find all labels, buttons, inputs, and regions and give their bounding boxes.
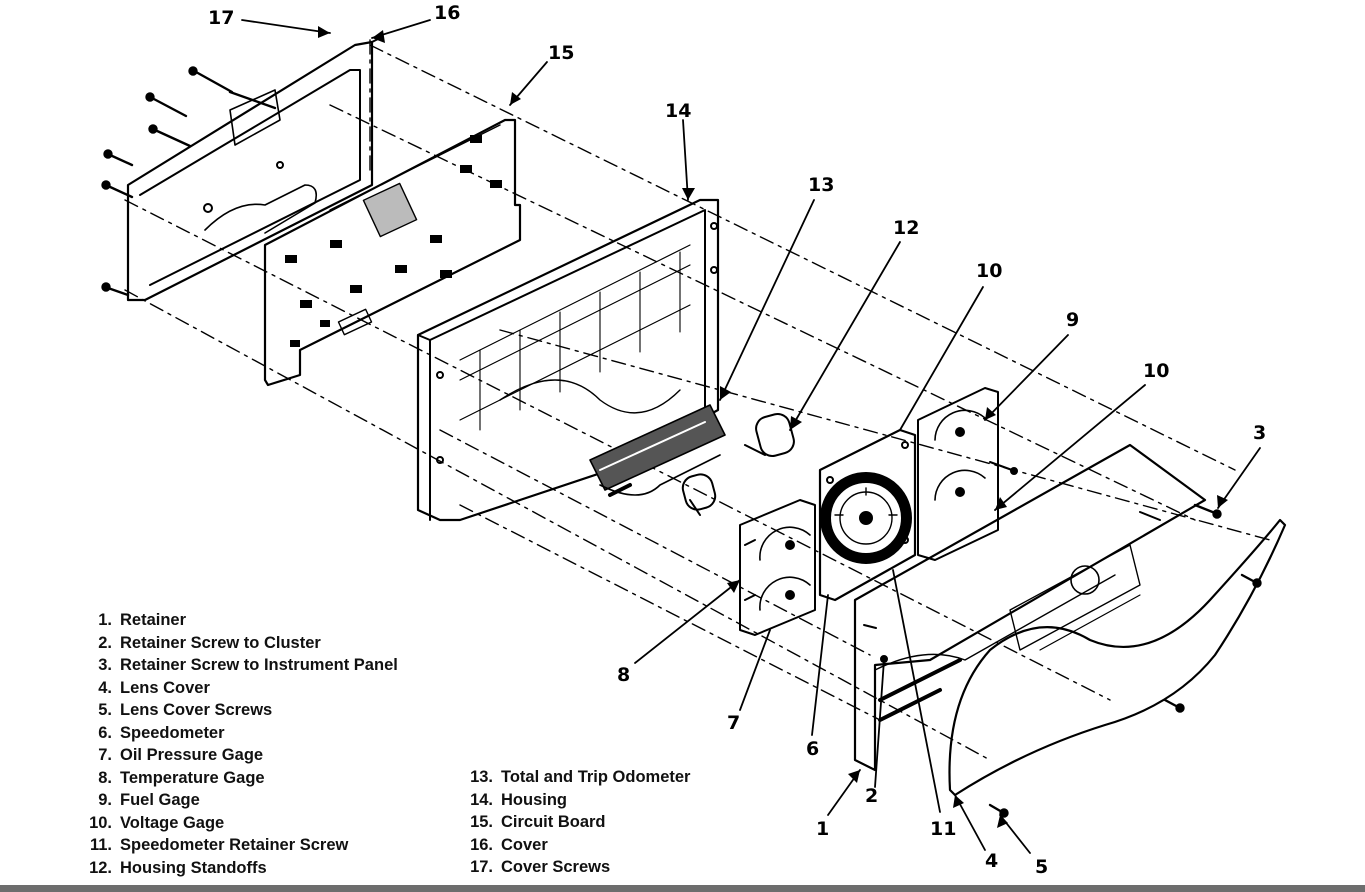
right-gage-modules bbox=[917, 387, 1018, 561]
cover-screws bbox=[101, 66, 277, 297]
callout-arrowheads bbox=[318, 26, 1228, 828]
callout-15: 15 bbox=[548, 42, 575, 64]
legend-item: 7.Oil Pressure Gage bbox=[98, 746, 264, 764]
parts-legend-right: 13.Total and Trip Odometer 14.Housing 15… bbox=[463, 766, 690, 879]
retainer-part bbox=[853, 443, 1207, 772]
retainer-screw-to-panel bbox=[1193, 503, 1222, 519]
odometer-part bbox=[589, 404, 726, 497]
callout-13: 13 bbox=[808, 174, 835, 196]
speedometer-part bbox=[818, 428, 917, 602]
legend-item: 10.Voltage Gage bbox=[89, 813, 225, 832]
callout-12: 12 bbox=[893, 217, 920, 239]
callout-7: 7 bbox=[727, 712, 741, 734]
legend-item: 1.Retainer bbox=[98, 611, 187, 629]
callout-8: 8 bbox=[617, 664, 631, 686]
legend-item: 9.Fuel Gage bbox=[98, 791, 200, 809]
callout-10-upper: 10 bbox=[976, 260, 1003, 282]
lens-cover-part bbox=[948, 518, 1287, 797]
callout-9: 9 bbox=[1066, 309, 1080, 331]
legend-item: 8.Temperature Gage bbox=[98, 768, 265, 787]
legend-item: 2.Retainer Screw to Cluster bbox=[98, 633, 321, 652]
legend-item: 12.Housing Standoffs bbox=[89, 858, 267, 877]
callout-1: 1 bbox=[816, 818, 830, 840]
legend-item: 15.Circuit Board bbox=[470, 813, 606, 831]
housing-standoffs bbox=[681, 412, 795, 516]
callout-6: 6 bbox=[806, 738, 820, 760]
legend-item: 16.Cover bbox=[470, 835, 548, 854]
callout-14: 14 bbox=[665, 100, 692, 122]
left-gage-modules bbox=[739, 499, 816, 636]
callout-leader-lines bbox=[241, 19, 1261, 854]
callout-16: 16 bbox=[434, 2, 461, 24]
callout-3: 3 bbox=[1253, 422, 1267, 444]
legend-item: 3.Retainer Screw to Instrument Panel bbox=[98, 656, 398, 674]
callout-11: 11 bbox=[930, 818, 957, 840]
legend-item: 5.Lens Cover Screws bbox=[98, 701, 273, 719]
callout-5: 5 bbox=[1035, 856, 1049, 878]
legend-item: 14.Housing bbox=[470, 790, 567, 809]
callout-2: 2 bbox=[865, 785, 879, 807]
circuit-board-part bbox=[263, 118, 522, 387]
legend-item: 4.Lens Cover bbox=[98, 678, 210, 697]
callout-10-lower: 10 bbox=[1143, 360, 1170, 382]
parts-legend-left: 1.Retainer 2.Retainer Screw to Cluster 3… bbox=[82, 609, 398, 879]
housing-part bbox=[416, 198, 720, 522]
legend-item: 17.Cover Screws bbox=[470, 858, 611, 876]
bottom-border-bar bbox=[0, 885, 1365, 892]
legend-item: 6.Speedometer bbox=[98, 723, 225, 742]
callout-17: 17 bbox=[208, 7, 235, 29]
lens-cover-screws bbox=[988, 573, 1262, 818]
cover-part bbox=[126, 37, 381, 302]
legend-item: 13.Total and Trip Odometer bbox=[470, 768, 691, 786]
legend-item: 11.Speedometer Retainer Screw bbox=[89, 836, 349, 854]
callout-4: 4 bbox=[985, 850, 999, 872]
